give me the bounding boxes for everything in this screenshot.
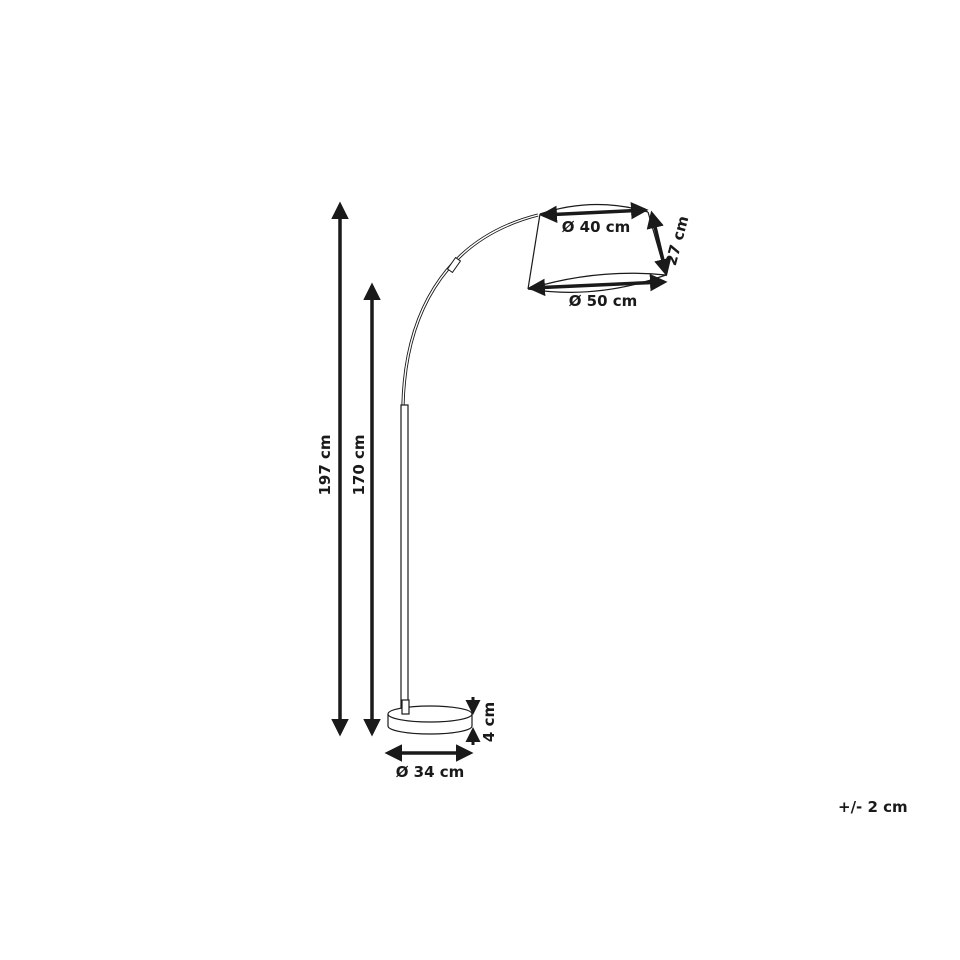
- base-diameter-dimension: Ø 34 cm: [384, 744, 474, 781]
- base-height-dimension: 4 cm: [465, 697, 498, 745]
- shade-height-label: 27 cm: [662, 214, 692, 268]
- pole-height-label: 170 cm: [350, 434, 368, 495]
- tolerance-note: +/- 2 cm: [838, 798, 908, 816]
- shade-top-diameter-dimension: Ø 40 cm: [539, 201, 649, 236]
- total-height-dimension: 197 cm: [316, 201, 349, 737]
- base-diameter-label: Ø 34 cm: [396, 763, 465, 781]
- base-height-label: 4 cm: [480, 702, 498, 742]
- arc-joint: [446, 256, 462, 274]
- shade-bottom-diameter-dimension: Ø 50 cm: [527, 273, 668, 310]
- pole-height-dimension: 170 cm: [350, 282, 381, 737]
- shade-bottom-diameter-label: Ø 50 cm: [569, 292, 638, 310]
- total-height-label: 197 cm: [316, 434, 334, 495]
- lamp-pole: [400, 404, 409, 716]
- shade-height-dimension: 27 cm: [646, 210, 692, 277]
- shade-top-diameter-label: Ø 40 cm: [562, 218, 631, 236]
